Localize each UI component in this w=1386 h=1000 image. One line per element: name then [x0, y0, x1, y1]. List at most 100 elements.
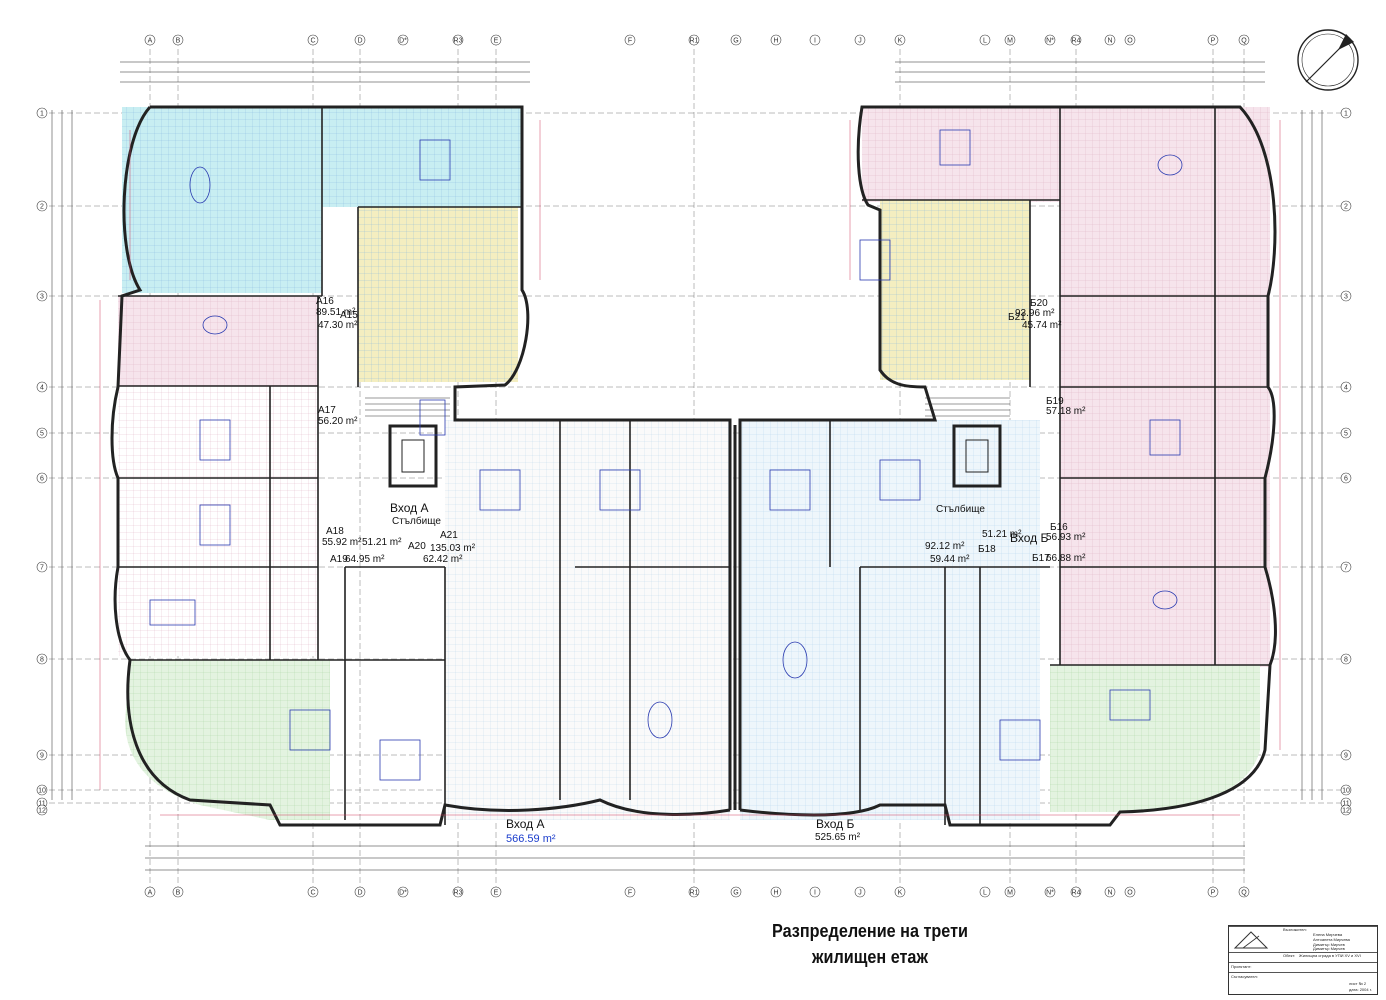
entrance-b-title: Вход Б [816, 817, 854, 831]
axis-bubble-left [36, 749, 48, 761]
axis-bubble-right [1340, 561, 1352, 573]
axis-bubble-top [1044, 34, 1056, 46]
axis-bubble-right [1340, 107, 1352, 119]
unit-area-label: 135.03 m² [430, 543, 476, 554]
stairs-label: Стълбище [392, 515, 441, 527]
axis-bubble-top [1124, 34, 1136, 46]
axis-bubble-top-label: E [494, 38, 499, 45]
unit-area-label: 57.18 m² [1046, 406, 1086, 417]
unit-labels: A16 89.51 m² A15 47.30 m² A17 56.20 m² A… [316, 296, 1086, 845]
axis-bubble-top-label: K [898, 38, 903, 45]
axis-bubble-left-label: 11 [38, 801, 45, 808]
axis-bubble-bottom-label: R4 [1072, 890, 1081, 897]
axis-bubble-top-label: N [1107, 38, 1112, 45]
axis-bubble-bottom-label: H [773, 890, 778, 897]
axis-bubble-left-label: 9 [40, 753, 44, 760]
axis-bubble-bottom [894, 886, 906, 898]
axis-bubble-bottom [809, 886, 821, 898]
entry-b-label: Вход Б [1010, 531, 1048, 545]
sheet-title-line2: жилищен етаж [812, 947, 928, 967]
axis-bubble-right [1340, 290, 1352, 302]
axis-bubble-top [144, 34, 156, 46]
unit-id-label: Б19 [1046, 396, 1064, 407]
architect-logo-icon [1233, 931, 1269, 949]
unit-id-label: A19 [330, 554, 348, 565]
axis-bubble-top [172, 34, 184, 46]
axis-bubble-bottom [490, 886, 502, 898]
axis-bubble-top [624, 34, 636, 46]
axis-bubble-bottom-label: R1 [690, 890, 699, 897]
unit-area-label: 64.95 m² [345, 554, 385, 565]
axis-bubble-left [36, 804, 48, 816]
unit-area-label: 59.44 m² [930, 554, 970, 565]
axis-bubble-bottom-label: I [814, 890, 816, 897]
unit-area-label: 66.88 m² [1046, 553, 1086, 564]
axis-bubble-right-label: 9 [1344, 753, 1348, 760]
axis-bubble-bottom [770, 886, 782, 898]
axis-bubble-top-label: D* [399, 38, 407, 45]
axis-bubble-top [854, 34, 866, 46]
axis-bubble-top-label: D [357, 38, 362, 45]
object-label: Обект: [1283, 953, 1296, 958]
axis-bubble-bottom [1238, 886, 1250, 898]
axis-bubble-top [1207, 34, 1219, 46]
axis-bubbles: AABBCCDDD*D*R3R3EEFFR1R1GGHHIIJJKKLLMMN*… [36, 34, 1352, 898]
axis-bubble-right [1340, 784, 1352, 796]
object-value: Жилищна сграда в УПИ XV и XVI [1299, 953, 1361, 958]
axis-bubble-bottom [172, 886, 184, 898]
axis-bubble-bottom-label: K [898, 890, 903, 897]
unit-area-label: 55.92 m² [322, 537, 362, 548]
axis-bubble-top [730, 34, 742, 46]
unit-id-label: A21 [440, 530, 458, 541]
axis-bubble-right-label: 10 [1342, 788, 1350, 795]
axis-bubble-left [36, 107, 48, 119]
unit-area-label: 56.20 m² [318, 416, 358, 427]
axis-bubble-top [1104, 34, 1116, 46]
axis-bubble-top-label: I [814, 38, 816, 45]
axis-bubble-top [307, 34, 319, 46]
axis-bubble-top-label: F [628, 38, 632, 45]
axis-bubble-top [1238, 34, 1250, 46]
axis-bubble-bottom [354, 886, 366, 898]
unit-id-label: Б17 [1032, 553, 1050, 564]
axis-bubble-left [36, 472, 48, 484]
axis-bubble-top-label: N* [1046, 38, 1054, 45]
axis-bubble-right-label: 8 [1344, 657, 1348, 664]
interior-walls [118, 107, 1270, 825]
axis-bubble-left [36, 290, 48, 302]
axis-bubble-top [1004, 34, 1016, 46]
axis-bubble-left [36, 561, 48, 573]
axis-bubble-top [1070, 34, 1082, 46]
axis-bubble-bottom [397, 886, 409, 898]
axis-bubble-right [1340, 653, 1352, 665]
dimension-lines [51, 61, 1323, 871]
sheet-date: дата: 2004 г. [1349, 987, 1372, 992]
axis-bubble-right-label: 6 [1344, 476, 1348, 483]
axis-bubble-left-label: 1 [40, 111, 44, 118]
axis-bubble-top-label: R3 [454, 38, 463, 45]
unit-area-label: 56.93 m² [1046, 532, 1086, 543]
axis-bubble-bottom-label: O [1127, 890, 1133, 897]
axis-bubble-right-label: 2 [1344, 204, 1348, 211]
axis-bubble-top-label: B [176, 38, 181, 45]
axis-bubble-bottom [144, 886, 156, 898]
axis-bubble-bottom-label: F [628, 890, 632, 897]
client-label: Възложител: [1283, 927, 1307, 932]
axis-bubble-bottom [307, 886, 319, 898]
unit-id-label: Б21 [1008, 312, 1026, 323]
axis-bubble-top [397, 34, 409, 46]
axis-bubble-bottom-label: G [733, 890, 738, 897]
axis-bubble-top-label: P [1211, 38, 1216, 45]
core-b [925, 397, 1010, 488]
axis-bubble-top [809, 34, 821, 46]
axis-bubble-bottom-label: N [1107, 890, 1112, 897]
building-walls [110, 105, 1277, 827]
axis-bubble-top-label: M [1007, 38, 1013, 45]
axis-bubble-bottom [624, 886, 636, 898]
room-dimension-marks [99, 120, 1281, 816]
client-2: Антоанета Мирчева [1313, 937, 1350, 942]
axis-bubble-left [36, 200, 48, 212]
axis-bubble-top-label: L [983, 38, 987, 45]
unit-area-label: 62.42 m² [423, 554, 463, 565]
furniture [149, 129, 1183, 781]
